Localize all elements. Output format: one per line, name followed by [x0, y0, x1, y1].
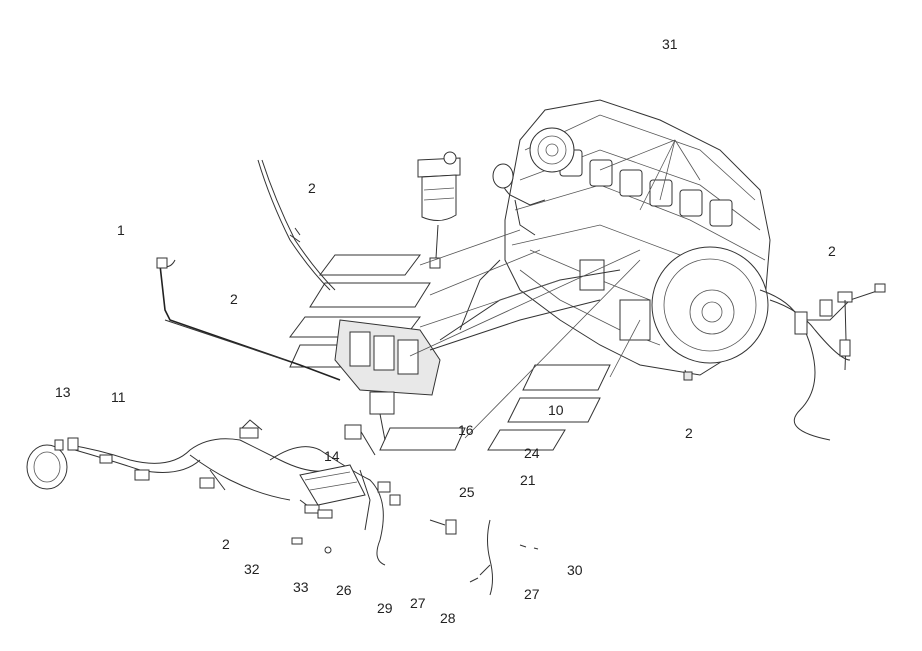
leader-lines-31 — [599, 139, 701, 211]
fuel-filter — [417, 151, 461, 269]
callout-27-left: 27 — [410, 595, 426, 611]
round-lamp — [26, 437, 79, 490]
callout-27-right: 27 — [524, 586, 540, 602]
callout-21: 21 — [520, 472, 536, 488]
callout-14: 14 — [324, 448, 340, 464]
callout-2-top-center: 2 — [308, 180, 316, 196]
callout-30: 30 — [567, 562, 583, 578]
wiring-harness — [69, 159, 886, 596]
callout-2-bottom-left: 2 — [222, 536, 230, 552]
engine-assembly — [492, 99, 771, 381]
leader-lines — [409, 229, 641, 439]
callout-2-lower-right: 2 — [685, 425, 693, 441]
callout-32: 32 — [244, 561, 260, 577]
callout-33: 33 — [293, 579, 309, 595]
callout-29: 29 — [377, 600, 393, 616]
callout-24: 24 — [524, 445, 540, 461]
callout-1: 1 — [117, 222, 125, 238]
callout-28: 28 — [440, 610, 456, 626]
callout-13: 13 — [55, 384, 71, 400]
control-module — [334, 319, 441, 456]
callout-25: 25 — [459, 484, 475, 500]
callout-10: 10 — [548, 402, 564, 418]
callout-2-left: 2 — [230, 291, 238, 307]
callout-16: 16 — [458, 422, 474, 438]
ecu-box — [299, 464, 366, 506]
callout-11: 11 — [111, 389, 126, 405]
callout-26: 26 — [336, 582, 352, 598]
callout-31: 31 — [662, 36, 678, 52]
callout-2-right: 2 — [828, 243, 836, 259]
